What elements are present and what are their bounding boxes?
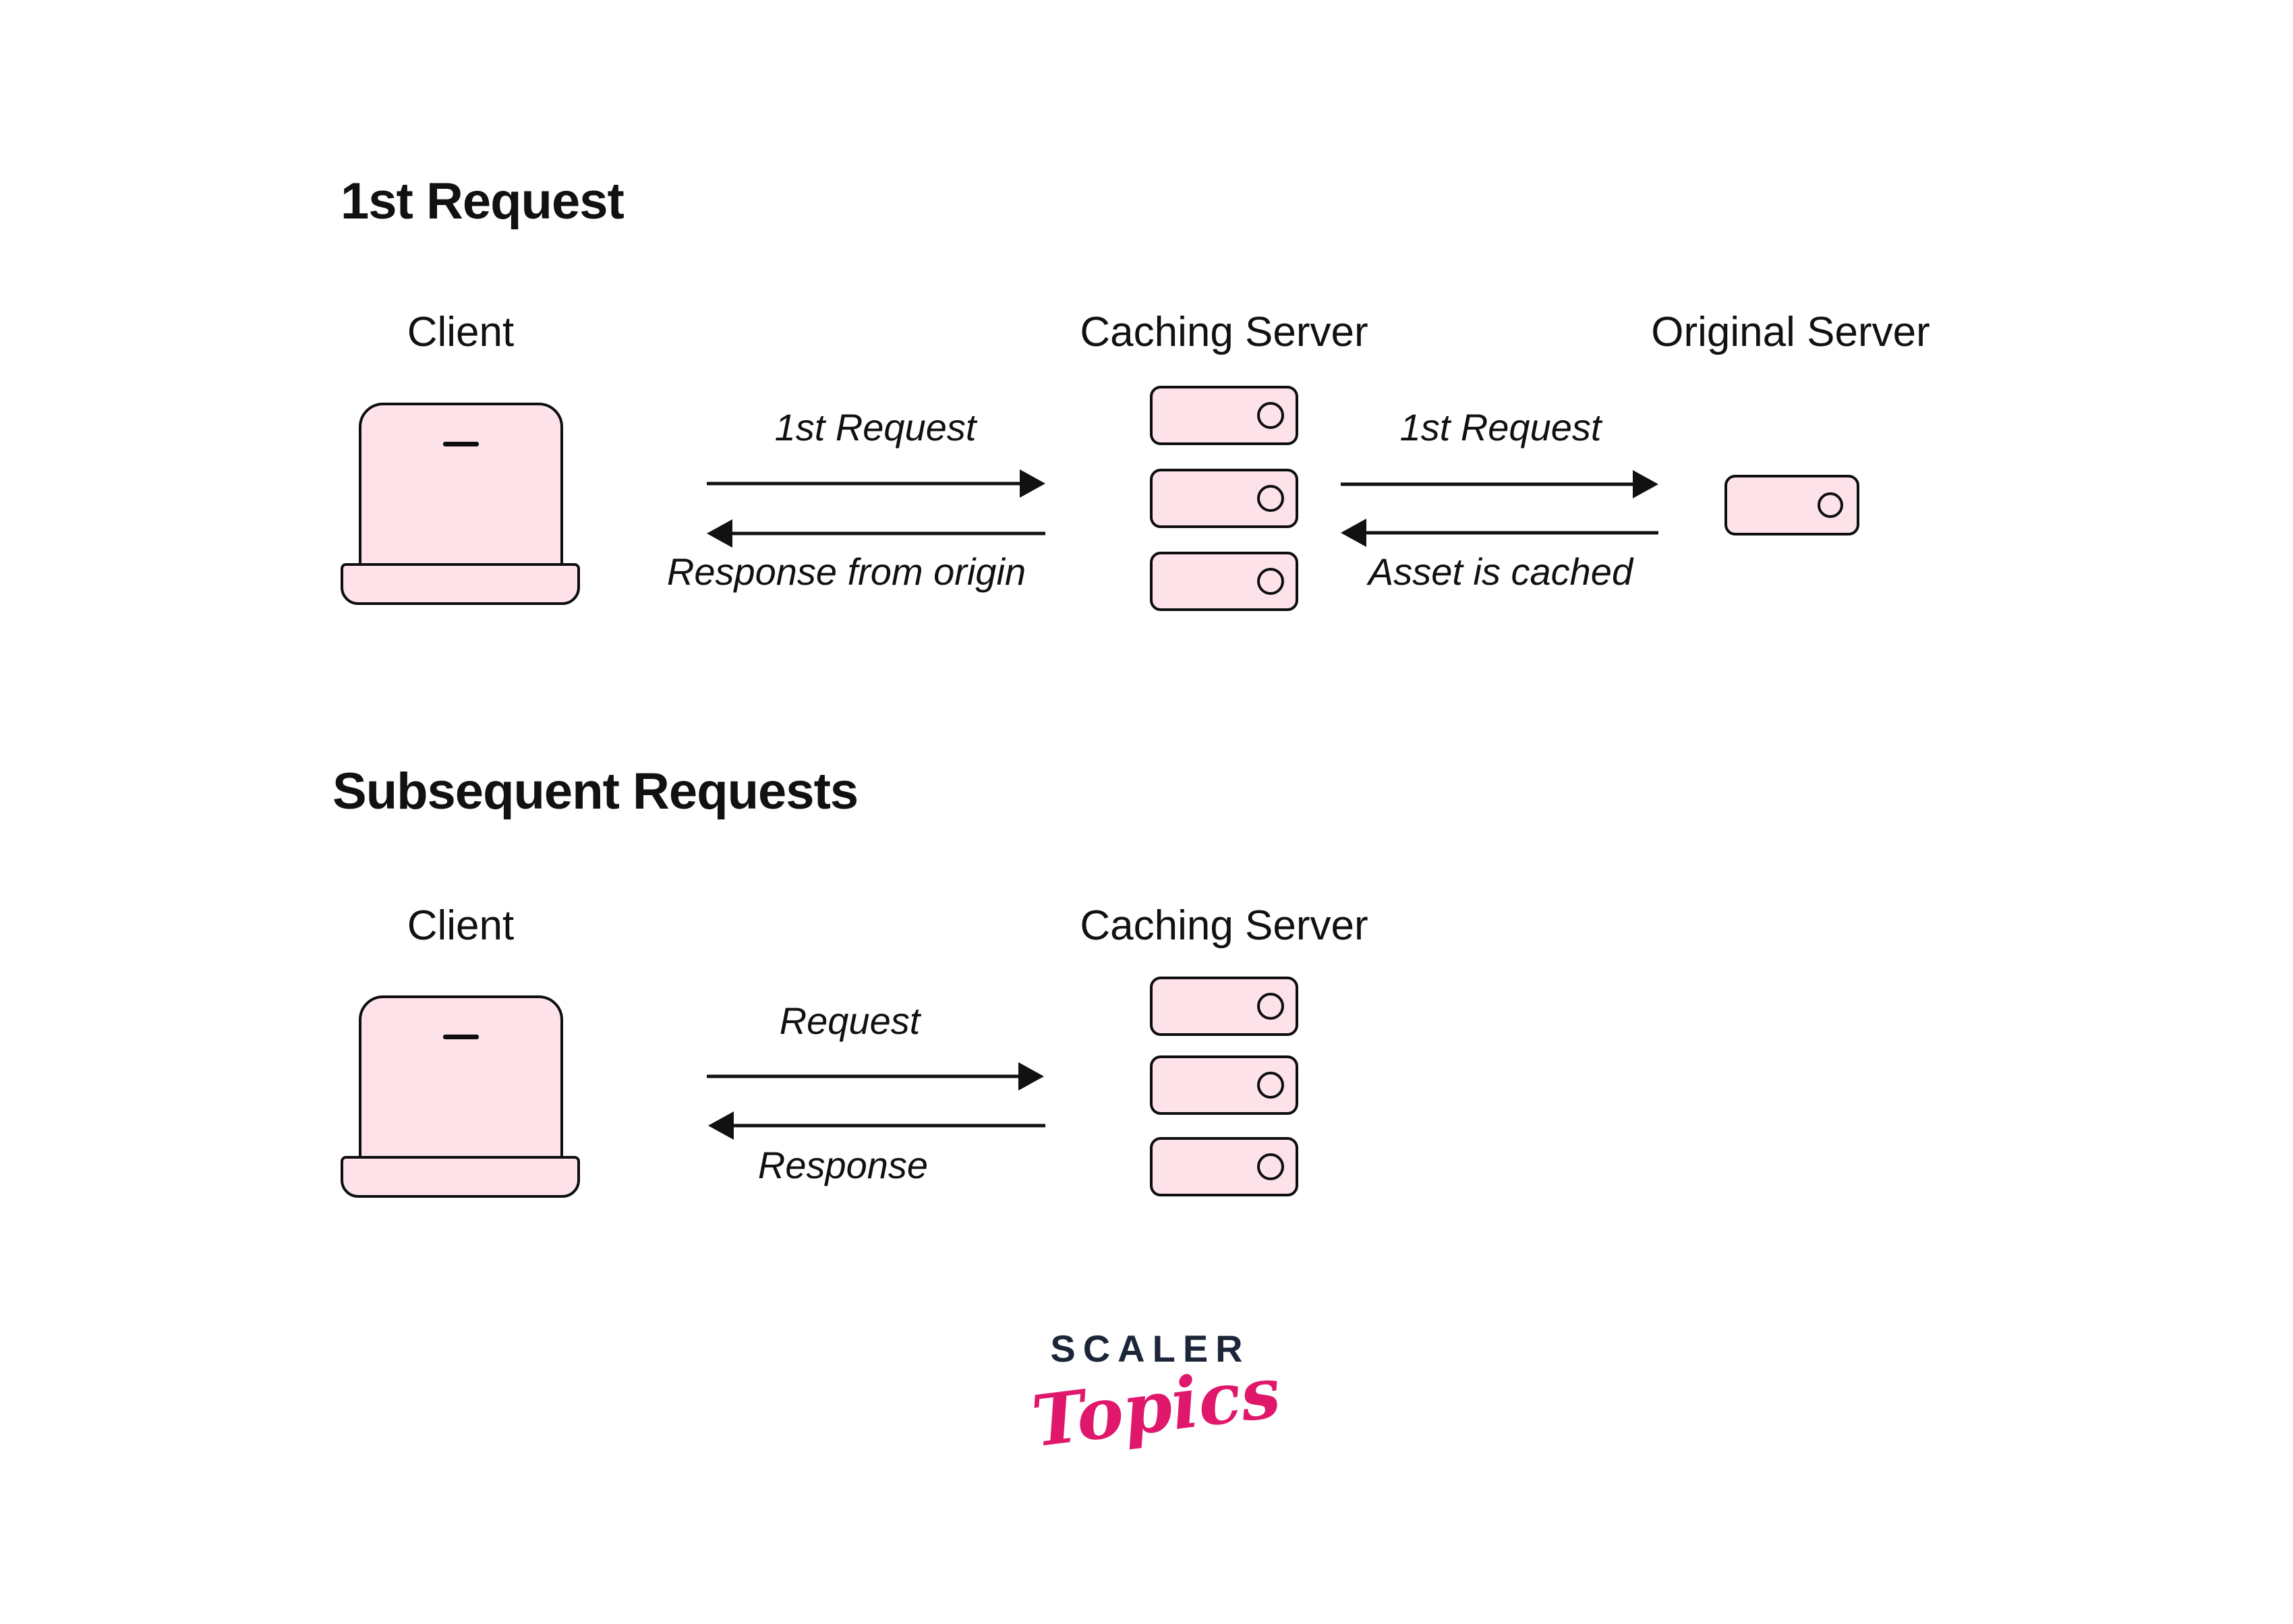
server-light-icon (1257, 1153, 1284, 1180)
server-light-icon (1818, 492, 1843, 518)
server-light-icon (1257, 1072, 1284, 1099)
server-box (1150, 1055, 1298, 1115)
server-box (1150, 386, 1298, 445)
laptop-base (341, 1156, 580, 1198)
laptop-camera-dash (443, 442, 479, 446)
section1-title: 1st Request (341, 173, 625, 230)
section2-caching-server-label: Caching Server (1080, 902, 1368, 949)
server-box (1150, 977, 1298, 1036)
laptop-camera-dash (443, 1035, 479, 1039)
logo-wordmark-text: Topics (1027, 1350, 1285, 1463)
server-light-icon (1257, 993, 1284, 1020)
server-light-icon (1257, 485, 1284, 512)
laptop-base (341, 563, 580, 605)
section1-caching-server-label: Caching Server (1080, 309, 1368, 355)
caching-server-stack-icon (1150, 977, 1298, 1202)
arrow-s1-origin-to-caching (1341, 519, 1658, 547)
original-server-icon (1724, 475, 1859, 535)
section2-title: Subsequent Requests (332, 763, 859, 820)
server-box (1150, 552, 1298, 611)
laptop-screen (359, 995, 563, 1159)
server-box (1150, 469, 1298, 528)
arrow-s1-client-to-caching (707, 469, 1045, 498)
section1-original-server-label: Original Server (1651, 309, 1930, 355)
section1-asset-cached-arrow-label: Asset is cached (1368, 550, 1633, 593)
arrow-s1-caching-to-origin (1341, 470, 1658, 498)
section1-response-arrow-label: Response from origin (666, 550, 1026, 593)
client-laptop-icon (341, 995, 580, 1198)
section2-request-arrow-label: Request (779, 999, 921, 1042)
section1-origin-request-arrow-label: 1st Request (1399, 406, 1602, 448)
arrow-s1-caching-to-client (707, 519, 1045, 548)
section1-request-arrow-label: 1st Request (774, 406, 977, 448)
section2-client-label: Client (407, 902, 515, 949)
server-light-icon (1257, 402, 1284, 429)
arrow-s2-caching-to-client (708, 1111, 1045, 1140)
caching-server-stack-icon (1150, 386, 1298, 611)
logo-brand-text: SCALER (1050, 1327, 1250, 1370)
section1-client-label: Client (407, 309, 515, 355)
client-laptop-icon (341, 403, 580, 605)
server-box (1150, 1137, 1298, 1196)
section2-response-arrow-label: Response (757, 1144, 929, 1186)
server-light-icon (1257, 568, 1284, 595)
scaler-topics-logo: SCALER Topics (1012, 1327, 1285, 1505)
arrow-s2-client-to-caching (707, 1062, 1044, 1091)
